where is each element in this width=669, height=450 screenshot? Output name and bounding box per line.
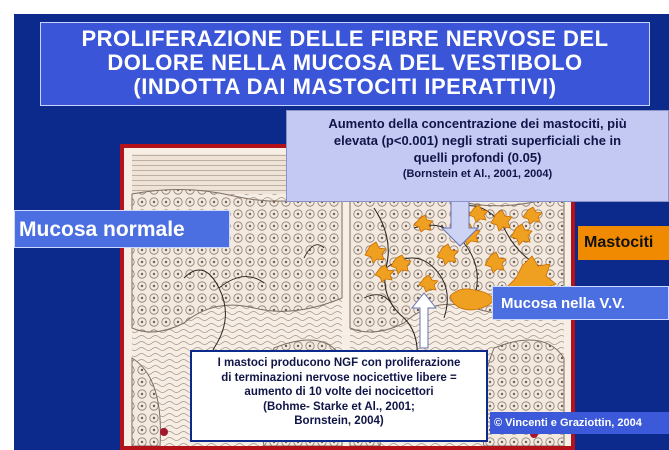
ngf-line-3: aumento di 10 volte dei nocicettori: [192, 385, 486, 400]
title-line-3: (INDOTTA DAI MASTOCITI IPERATTIVI): [41, 75, 649, 99]
title-line-2: DOLORE NELLA MUCOSA DEL VESTIBOLO: [41, 51, 649, 75]
note-line-3: quelli profondi (0.05): [287, 149, 668, 166]
copyright-credit: © Vincenti e Graziottin, 2004: [490, 412, 669, 434]
ngf-proliferation-note: I mastoci producono NGF con proliferazio…: [190, 350, 488, 442]
label-mucosa-normale: Mucosa normale: [14, 210, 230, 248]
ngf-line-1: I mastoci producono NGF con proliferazio…: [192, 356, 486, 371]
note-line-1: Aumento della concentrazione dei mastoci…: [287, 115, 668, 132]
label-mastociti: Mastociti: [578, 226, 669, 260]
slide: PROLIFERAZIONE DELLE FIBRE NERVOSE DEL D…: [14, 14, 669, 450]
ngf-line-2: di terminazioni nervose nocicettive libe…: [192, 371, 486, 386]
title-line-1: PROLIFERAZIONE DELLE FIBRE NERVOSE DEL: [41, 27, 649, 51]
mast-cell-concentration-note: Aumento della concentrazione dei mastoci…: [286, 110, 669, 202]
ngf-line-5: Bornstein, 2004): [192, 414, 486, 429]
ngf-line-4: (Bohme- Starke et Al., 2001;: [192, 400, 486, 415]
label-mucosa-vv: Mucosa nella V.V.: [492, 286, 669, 320]
note-line-2: elevata (p<0.001) negli strati superfici…: [287, 132, 668, 149]
slide-title: PROLIFERAZIONE DELLE FIBRE NERVOSE DEL D…: [40, 22, 650, 106]
note-citation: (Bornstein et Al., 2001, 2004): [287, 166, 668, 183]
